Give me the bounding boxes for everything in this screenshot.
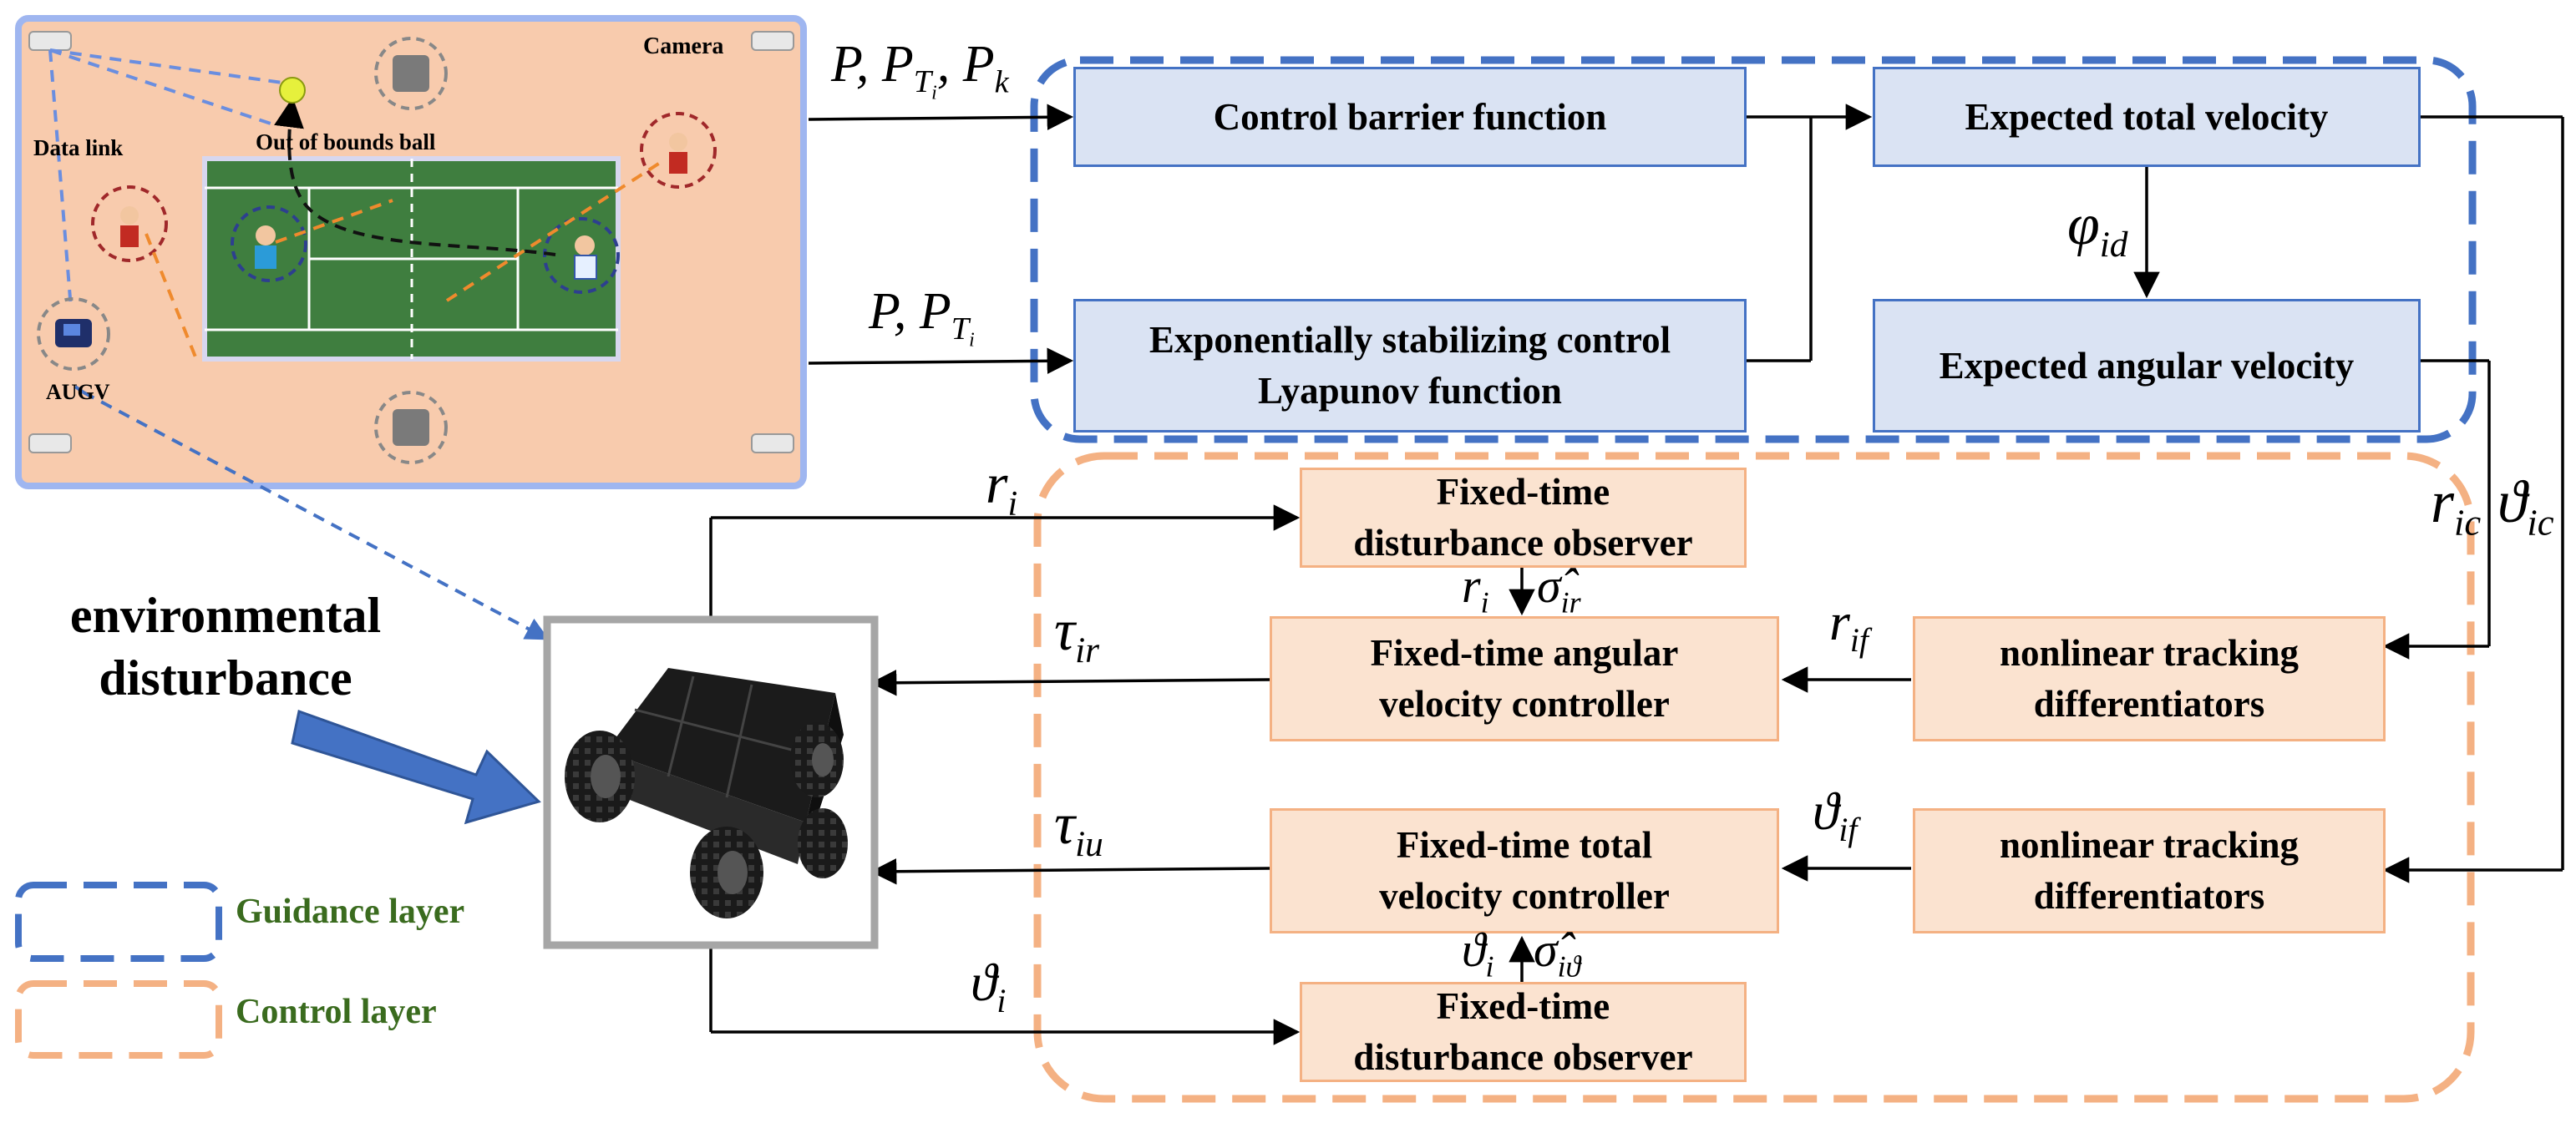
ball-icon — [279, 77, 306, 104]
input-bottom-label: P, PTi — [869, 283, 975, 352]
augv-label: AUGV — [46, 380, 110, 404]
signal-r-hat: ri — [1462, 559, 1489, 620]
player-icon — [91, 112, 717, 294]
signal-r-ic: ric — [2431, 468, 2482, 544]
tennis-court — [202, 156, 621, 362]
input-top-label: P, PTi, Pk — [831, 36, 1009, 104]
guidance-layer-region — [1030, 56, 2477, 443]
signal-theta-ic: ϑic — [2497, 468, 2554, 544]
signal-tau-ir: τir — [1054, 599, 1100, 671]
expected-angular-velocity-box: Expected angular velocity — [1873, 299, 2421, 433]
signal-tau-iu: τiu — [1054, 792, 1103, 865]
obstacle-icon — [374, 37, 448, 464]
data-link-lines — [48, 48, 289, 310]
signal-theta-i: ϑi — [971, 953, 1007, 1019]
camera-icon — [28, 31, 794, 453]
out-of-bounds-label: Out of bounds ball — [256, 129, 436, 154]
legend-control-swatch — [15, 980, 222, 1059]
control-barrier-function-box: Control barrier function — [1073, 67, 1747, 167]
signal-theta-if: ϑif — [1813, 782, 1858, 848]
legend-guidance-label: Guidance layer — [236, 893, 465, 931]
disturbance-arrow — [291, 710, 541, 825]
signal-r-i: ri — [986, 452, 1018, 524]
signal-theta-hat: ϑi — [1462, 923, 1494, 984]
signal-r-if: rif — [1829, 592, 1869, 659]
augv-icon — [37, 297, 110, 371]
scene-to-robot-link — [83, 391, 550, 640]
data-link-label: Data link — [33, 135, 124, 160]
expected-total-velocity-box: Expected total velocity — [1873, 67, 2421, 167]
signal-sigma-itheta: σ̂iϑ — [1534, 923, 1581, 984]
legend-control-label: Control layer — [236, 993, 437, 1031]
phi-id-label: φid — [2067, 193, 2128, 266]
control-layer-region — [1033, 452, 2475, 1103]
ball-trajectory — [274, 97, 556, 256]
legend-guidance-swatch — [15, 882, 222, 962]
signal-sigma-ir: σ̂ir — [1537, 559, 1581, 620]
robot-image — [565, 668, 848, 918]
camera-label: Camera — [643, 33, 724, 59]
scene-panel — [15, 15, 807, 489]
